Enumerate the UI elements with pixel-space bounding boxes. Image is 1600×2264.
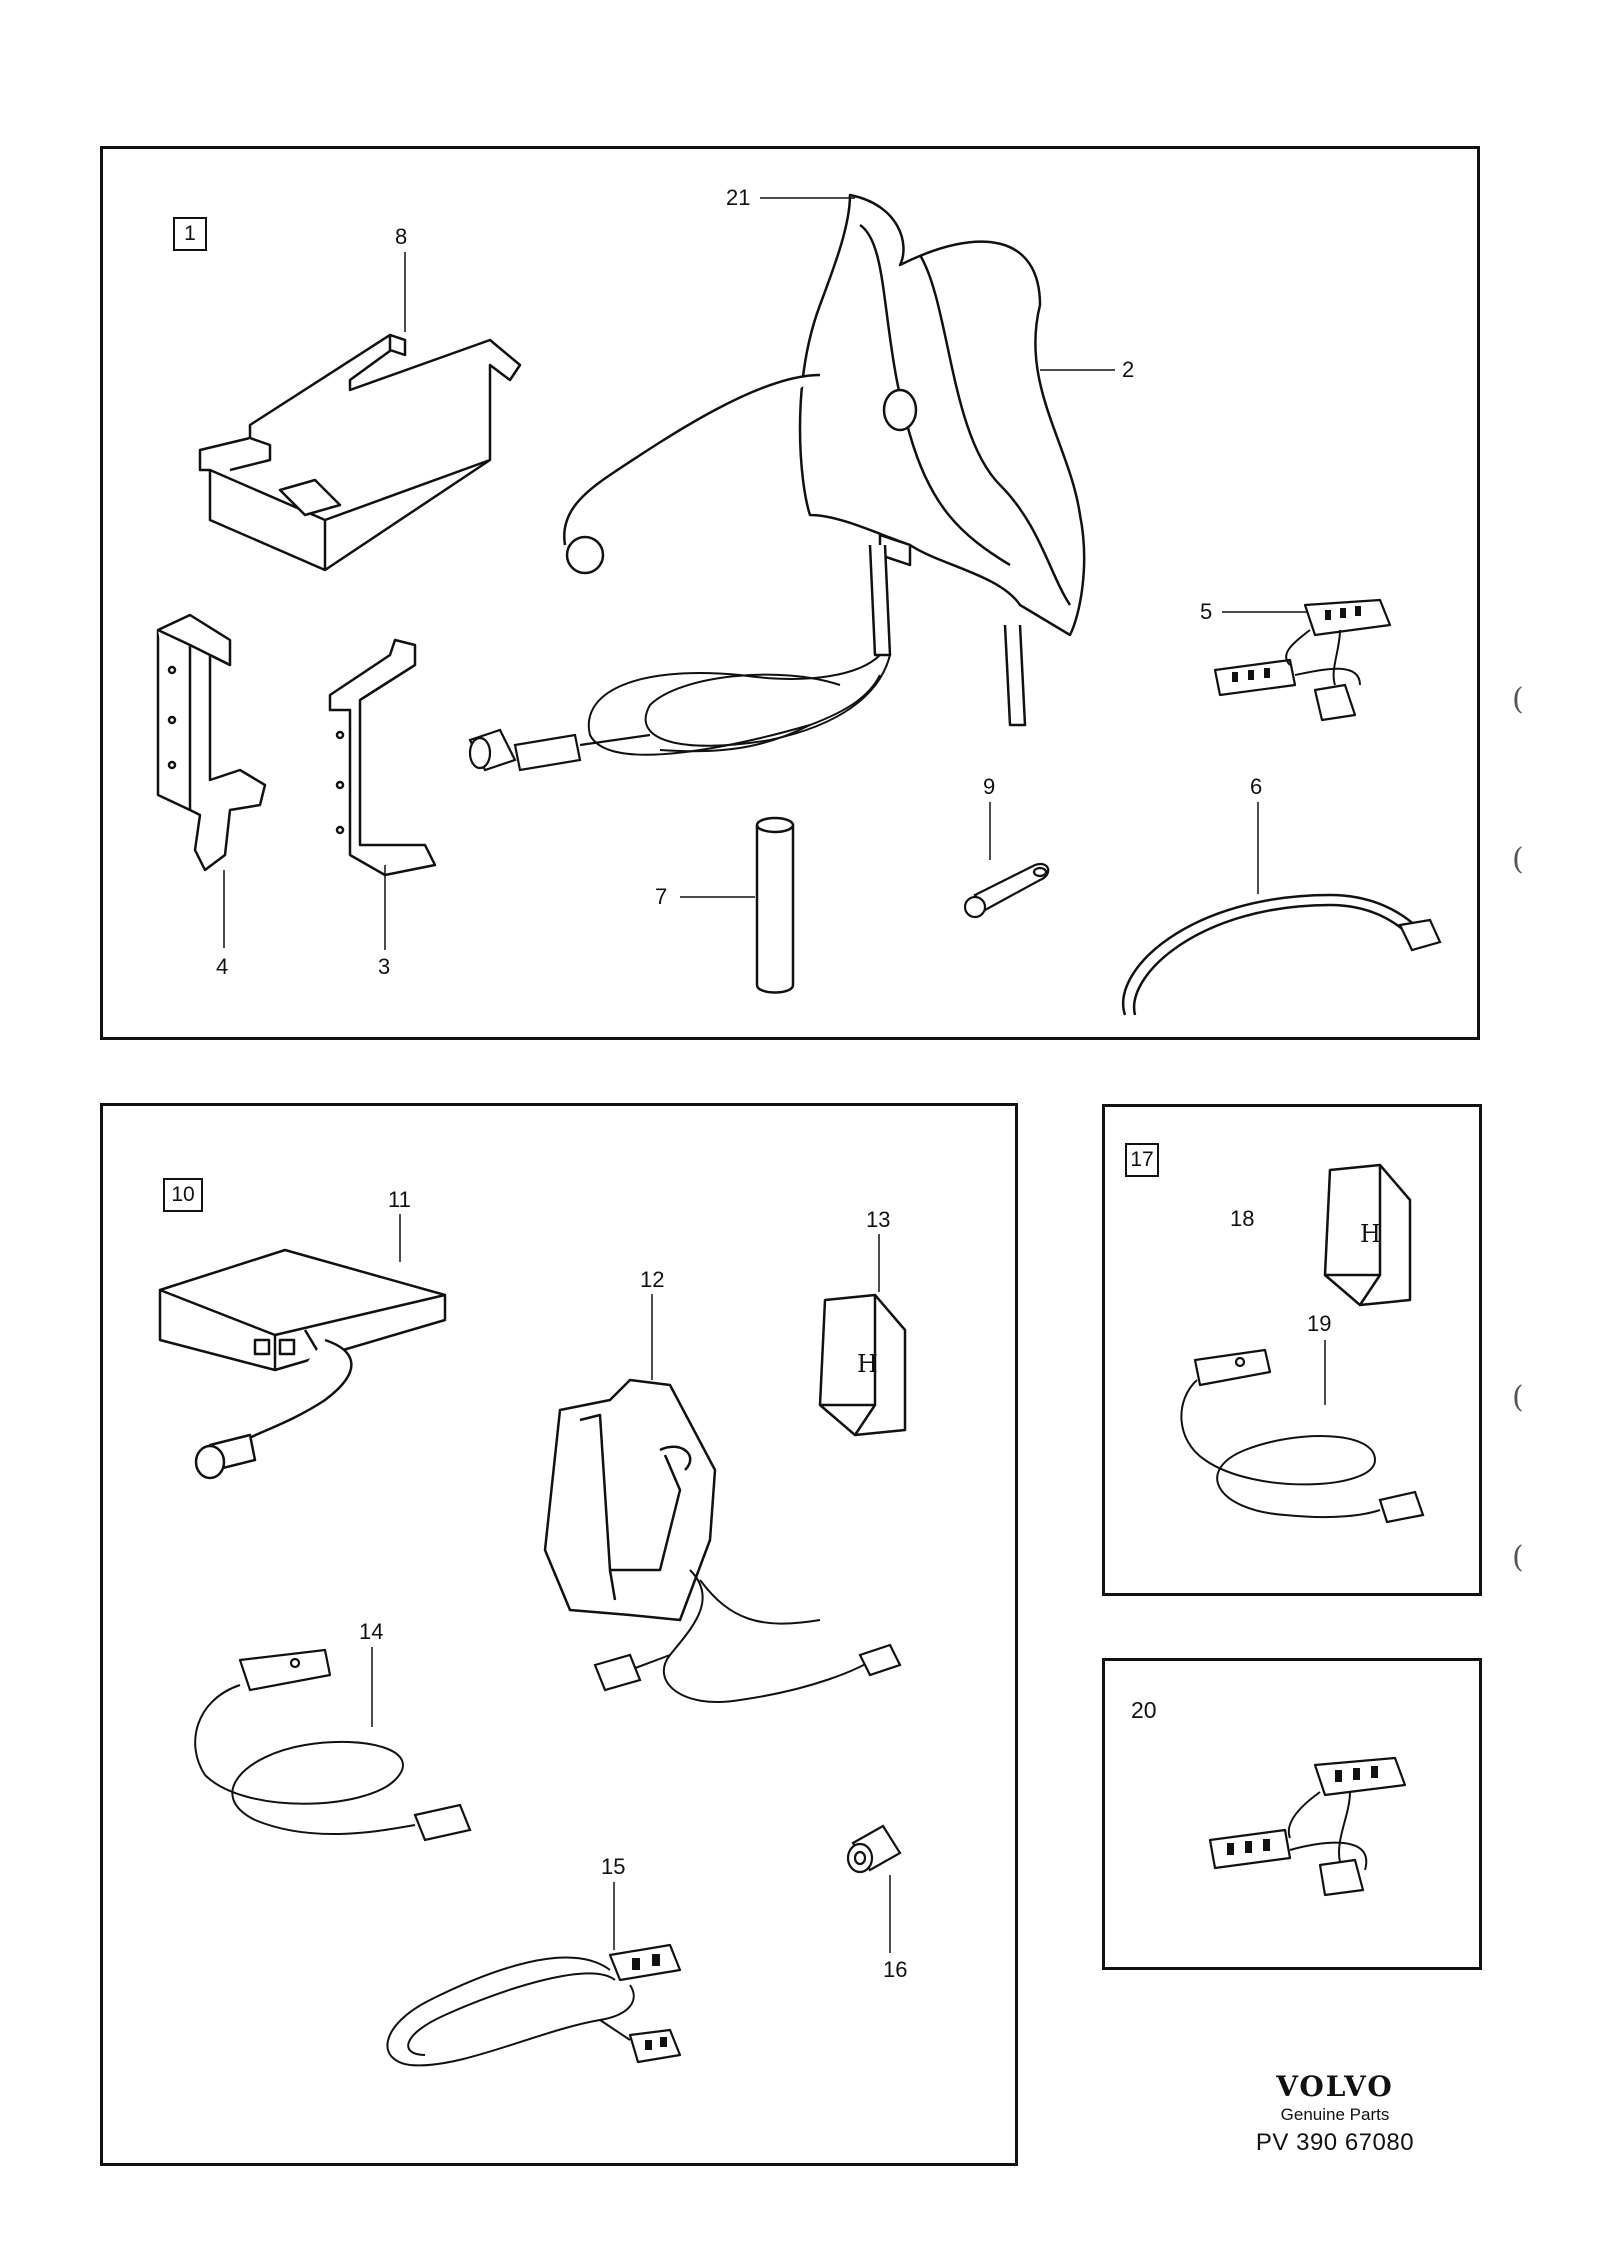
label-7: 7 <box>655 884 668 909</box>
panel-number-20: 20 <box>1131 1697 1157 1723</box>
leader-9 <box>988 802 992 862</box>
leader-15 <box>612 1882 616 1952</box>
leader-16 <box>888 1875 892 1955</box>
label-15: 15 <box>601 1854 626 1879</box>
panel-10: 10 <box>100 1103 1018 2166</box>
panel-17: 17 <box>1102 1104 1482 1596</box>
margin-mark: ( <box>1512 1540 1524 1575</box>
brand-subtitle: Genuine Parts <box>1280 2105 1390 2124</box>
panel-20: 20 <box>1102 1658 1482 1970</box>
label-5: 5 <box>1200 599 1213 624</box>
panel-number-1: 1 <box>173 217 207 251</box>
label-11: 11 <box>388 1187 411 1212</box>
leader-13 <box>877 1234 881 1294</box>
part-11-control-module <box>155 1240 455 1500</box>
margin-mark: ( <box>1512 842 1524 877</box>
leader-2 <box>1040 368 1120 372</box>
part-4-clip-bracket <box>150 610 290 880</box>
part-8-tray-bracket <box>190 320 530 580</box>
margin-mark: ( <box>1512 1380 1524 1415</box>
leader-12 <box>650 1294 654 1384</box>
label-14: 14 <box>359 1619 384 1644</box>
label-8: 8 <box>395 224 408 249</box>
part-6-cable-tie <box>1100 880 1450 1030</box>
label-21: 21 <box>726 185 751 210</box>
panel-1: 1 <box>100 146 1480 1040</box>
part-18-adapter-plate: H <box>1320 1160 1420 1310</box>
label-4: 4 <box>216 954 229 979</box>
part-16-adapter-plug <box>838 1818 908 1888</box>
leader-6 <box>1256 802 1260 897</box>
brand-block: VOLVO Genuine Parts PV 390 67080 <box>1205 2070 1465 2157</box>
panel-number-10: 10 <box>163 1178 203 1212</box>
leader-5 <box>1222 610 1312 614</box>
part-20-connector-harness <box>1205 1750 1415 1910</box>
label-18: 18 <box>1230 1206 1255 1231</box>
leader-3 <box>383 865 387 953</box>
label-6: 6 <box>1250 774 1263 799</box>
part-15-harness <box>370 1930 740 2090</box>
part-19-cable <box>1175 1330 1435 1550</box>
label-13: 13 <box>866 1207 891 1232</box>
leader-14 <box>370 1647 374 1729</box>
leader-11 <box>398 1214 402 1264</box>
part-13-adapter-plate: H <box>815 1290 915 1440</box>
label-19: 19 <box>1307 1311 1332 1336</box>
part-9-key-tag <box>955 855 1055 925</box>
leader-7 <box>680 895 760 899</box>
label-16: 16 <box>883 1957 908 1982</box>
label-12: 12 <box>640 1267 665 1292</box>
part-3-bracket <box>325 635 445 880</box>
volvo-logo: VOLVO <box>1276 2070 1394 2103</box>
part-12-phone-holder <box>540 1370 920 1730</box>
part-5-connector-harness <box>1210 590 1400 730</box>
part-14-cable <box>185 1645 485 1875</box>
leader-21 <box>760 196 860 200</box>
margin-mark: ( <box>1512 682 1524 717</box>
part-2-headrest <box>480 185 1120 765</box>
label-3: 3 <box>378 954 391 979</box>
part-7-tube <box>750 815 800 995</box>
part-code: PV 390 67080 <box>1255 2129 1415 2156</box>
leader-8 <box>403 252 407 332</box>
svg-text:H: H <box>857 1350 878 1378</box>
leader-4 <box>222 870 226 950</box>
panel-number-17: 17 <box>1125 1143 1159 1177</box>
label-9: 9 <box>983 774 996 799</box>
label-2: 2 <box>1122 357 1135 382</box>
svg-text:H: H <box>1360 1220 1381 1248</box>
